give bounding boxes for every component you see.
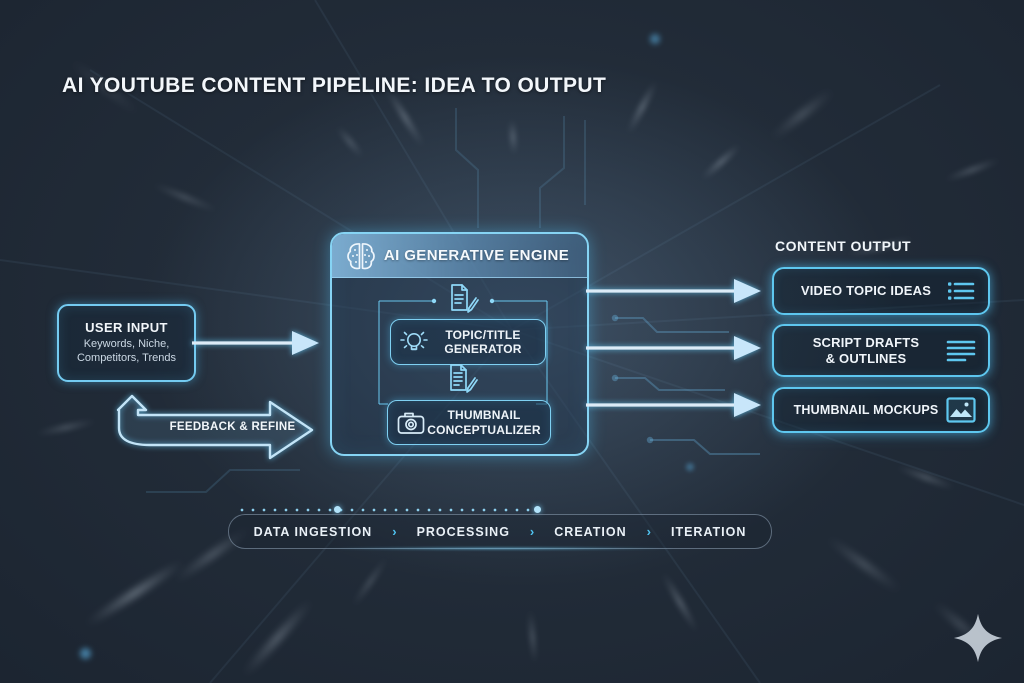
sparkle-icon bbox=[953, 613, 1003, 663]
pipeline-progress-dots bbox=[240, 508, 546, 512]
chevron-separator-icon: › bbox=[392, 524, 397, 539]
output-script-drafts: SCRIPT DRAFTS & OUTLINES bbox=[772, 324, 990, 377]
pipeline-stage-bar: DATA INGESTION › PROCESSING › CREATION ›… bbox=[228, 514, 772, 549]
brain-icon bbox=[347, 242, 375, 269]
ai-generative-engine-node: AI GENERATIVE ENGINE bbox=[330, 232, 589, 456]
engine-title: AI GENERATIVE ENGINE bbox=[383, 247, 570, 264]
document-edit-icon bbox=[451, 284, 479, 313]
pipeline-progress-marker bbox=[534, 506, 541, 513]
page-title: AI YOUTUBE CONTENT PIPELINE: IDEA TO OUT… bbox=[62, 74, 607, 97]
arrow-engine-to-output-3 bbox=[586, 393, 761, 417]
thumbnail-conceptualizer-module: THUMBNAIL CONCEPTUALIZER bbox=[387, 400, 551, 445]
stage-data-ingestion: DATA INGESTION bbox=[253, 524, 373, 539]
module-label: TOPIC/TITLE GENERATOR bbox=[444, 327, 522, 356]
engine-inner-frame bbox=[378, 298, 548, 405]
feedback-label: FEEDBACK & REFINE bbox=[169, 421, 296, 433]
user-input-line2: Competitors, Trends bbox=[76, 352, 177, 364]
pipeline-progress-marker bbox=[334, 506, 341, 513]
user-input-line1: Keywords, Niche, bbox=[83, 338, 170, 351]
image-icon bbox=[946, 397, 976, 423]
user-input-node: USER INPUT Keywords, Niche, Competitors,… bbox=[57, 304, 196, 382]
text-lines-icon bbox=[946, 340, 976, 361]
stage-processing: PROCESSING bbox=[416, 524, 510, 539]
user-input-title: USER INPUT bbox=[85, 320, 168, 336]
document-edit-icon bbox=[450, 364, 478, 393]
bokeh-dot bbox=[80, 648, 91, 659]
module-label: THUMBNAIL CONCEPTUALIZER bbox=[427, 408, 541, 437]
feedback-arrow bbox=[116, 394, 314, 460]
bokeh-dot bbox=[686, 463, 694, 471]
arrow-engine-to-output-2 bbox=[586, 336, 761, 360]
output-video-topic-ideas: VIDEO TOPIC IDEAS bbox=[772, 267, 990, 315]
bokeh-dot bbox=[650, 34, 660, 44]
arrow-engine-to-output-1 bbox=[586, 279, 761, 303]
output-label: SCRIPT DRAFTS & OUTLINES bbox=[812, 334, 920, 366]
bullet-list-icon bbox=[948, 282, 975, 300]
stage-iteration: ITERATION bbox=[670, 524, 747, 539]
output-thumbnail-mockups: THUMBNAIL MOCKUPS bbox=[772, 387, 990, 433]
arrow-user-to-engine bbox=[192, 331, 319, 355]
lightbulb-icon bbox=[400, 331, 428, 351]
chevron-separator-icon: › bbox=[646, 524, 651, 539]
chevron-separator-icon: › bbox=[529, 524, 535, 539]
output-label: THUMBNAIL MOCKUPS bbox=[793, 402, 939, 417]
output-label: VIDEO TOPIC IDEAS bbox=[800, 283, 932, 299]
stage-creation: CREATION bbox=[554, 524, 627, 539]
topic-title-generator-module: TOPIC/TITLE GENERATOR bbox=[390, 319, 546, 365]
content-output-header: CONTENT OUTPUT bbox=[775, 238, 912, 254]
engine-header: AI GENERATIVE ENGINE bbox=[332, 234, 587, 278]
camera-icon bbox=[397, 412, 425, 434]
